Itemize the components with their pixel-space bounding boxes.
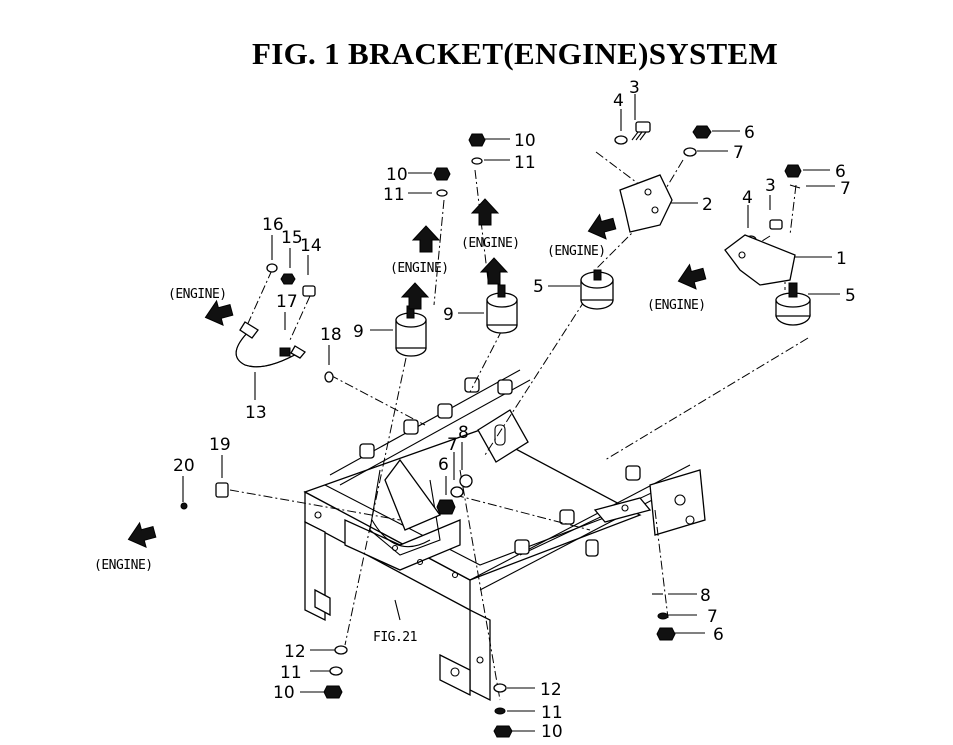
callout-11: 11 (541, 703, 563, 723)
callout-8: 8 (700, 586, 711, 606)
callout-11: 11 (383, 185, 405, 205)
callout-3: 3 (629, 78, 640, 98)
washer-15 (280, 273, 296, 285)
engine-label: (ENGINE) (390, 261, 449, 276)
nut-10d (493, 725, 513, 738)
callout-6: 6 (438, 455, 449, 475)
leader-lines (182, 94, 840, 732)
callout-7: 7 (447, 435, 458, 455)
bolt-3b (769, 219, 783, 230)
washer-18 (324, 371, 334, 383)
engine-label: (ENGINE) (461, 236, 520, 251)
nut-10b (433, 167, 451, 181)
callout-7: 7 (840, 179, 851, 199)
callout-5: 5 (845, 286, 856, 306)
callout-9: 9 (353, 322, 364, 342)
engine-arrow-left (127, 521, 157, 548)
callout-2: 2 (702, 195, 713, 215)
washer-8a (459, 474, 473, 488)
frame-assembly (303, 369, 706, 702)
bracket-2 (619, 174, 673, 233)
callout-5: 5 (533, 277, 544, 297)
callout-12: 12 (284, 642, 306, 662)
bolt-3a (631, 121, 651, 141)
callout-6: 6 (713, 625, 724, 645)
callout-1: 1 (836, 249, 847, 269)
nut-6c (436, 499, 456, 515)
washer-11d (494, 707, 506, 715)
washer-16 (266, 263, 278, 273)
callout-10: 10 (273, 683, 295, 703)
callout-11: 11 (514, 153, 536, 173)
washer-20 (180, 502, 188, 510)
callout-19: 19 (209, 435, 231, 455)
engine-label: (ENGINE) (168, 287, 227, 302)
mount-5b (775, 282, 811, 326)
washer-11a (471, 157, 483, 165)
callout-8: 8 (458, 423, 469, 443)
washer-7a (683, 147, 697, 157)
nut-10c (323, 685, 343, 699)
callout-15: 15 (281, 228, 303, 248)
nut-6b (784, 164, 802, 178)
engine-labels: (ENGINE) (ENGINE) (ENGINE) (ENGINE) (ENG… (94, 236, 706, 645)
callout-17: 17 (276, 292, 298, 312)
washer-7d (657, 612, 669, 620)
mount-9b (486, 284, 518, 334)
callout-14: 14 (300, 236, 322, 256)
callout-11: 11 (280, 663, 302, 683)
nut-6a (692, 125, 712, 139)
engine-arrow-left (204, 299, 234, 326)
callout-10: 10 (541, 722, 563, 742)
bolt-14 (302, 285, 316, 297)
callout-10: 10 (514, 131, 536, 151)
mount-9a (395, 305, 427, 357)
parts (180, 121, 811, 738)
washer-12b (493, 683, 507, 693)
callout-4: 4 (613, 91, 624, 111)
callout-13: 13 (245, 403, 267, 423)
callout-18: 18 (320, 325, 342, 345)
figure-title: FIG. 1 BRACKET(ENGINE)SYSTEM (252, 36, 778, 71)
engine-label: (ENGINE) (647, 298, 706, 313)
fig21-reference: FIG.21 (373, 630, 417, 645)
nut-6d (656, 627, 676, 641)
washer-7c (450, 486, 464, 498)
nut-10a (468, 133, 486, 147)
ground-cable-13 (235, 321, 306, 368)
engine-label: (ENGINE) (94, 558, 153, 573)
engine-arrow-up (411, 225, 441, 253)
callout-3: 3 (765, 176, 776, 196)
washer-11b (436, 189, 448, 197)
bracket-1 (724, 234, 796, 286)
callout-9: 9 (443, 305, 454, 325)
callout-4: 4 (742, 188, 753, 208)
callout-16: 16 (262, 215, 284, 235)
engine-arrow-up (470, 198, 500, 226)
callout-12: 12 (540, 680, 562, 700)
engine-arrow-left (677, 263, 707, 290)
washer-11c (329, 666, 343, 676)
callout-6: 6 (835, 162, 846, 182)
engine-label: (ENGINE) (547, 244, 606, 259)
callout-7: 7 (707, 607, 718, 627)
callout-6: 6 (744, 123, 755, 143)
washer-4a (614, 135, 628, 145)
callout-20: 20 (173, 456, 195, 476)
engine-arrows (127, 198, 707, 548)
washer-12a (334, 645, 348, 655)
spacer-19 (215, 482, 229, 498)
engine-arrow-left (587, 213, 617, 240)
callout-7: 7 (733, 143, 744, 163)
mount-5a (580, 269, 614, 310)
engine-arrow-up (479, 257, 509, 285)
engine-arrow-up (400, 282, 430, 310)
callout-numbers: 3 4 6 7 2 6 7 3 4 1 5 5 10 11 10 11 9 9 … (173, 78, 856, 742)
assembly-lines (229, 151, 809, 701)
callout-10: 10 (386, 165, 408, 185)
washer-7b (789, 184, 801, 189)
